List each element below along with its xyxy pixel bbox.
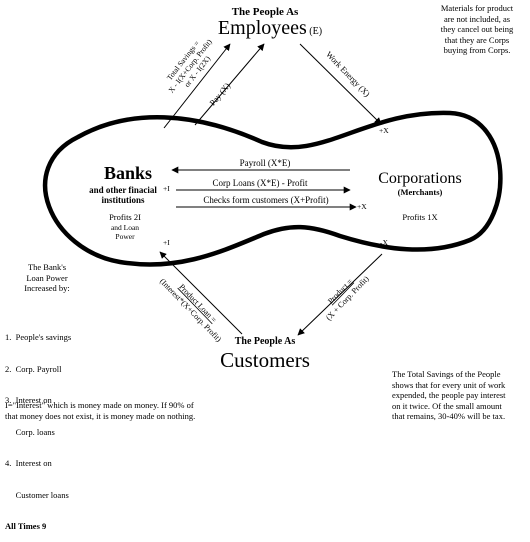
materials-note-line: they cancel out being bbox=[440, 24, 514, 34]
employees-title-text: Employees bbox=[217, 17, 307, 39]
materials-note: Materials for product are not included, … bbox=[425, 3, 529, 56]
interest-definition: I="Interest" which is money made on mone… bbox=[5, 400, 305, 421]
materials-note-line: are not included, as bbox=[443, 13, 511, 24]
materials-note-line: buying from Corps. bbox=[443, 45, 511, 55]
total-savings-note: The Total Savings of the People shows th… bbox=[392, 369, 530, 422]
minus-x-right: -X bbox=[380, 238, 388, 247]
corporations-title: Corporations bbox=[378, 170, 462, 187]
banks-power-line-1: and Loan bbox=[110, 223, 140, 232]
product-loan-arrow bbox=[159, 251, 243, 335]
banks-subtitle-line-2: institutions bbox=[101, 195, 145, 205]
bank-power-item: 1. People's savings bbox=[5, 332, 72, 342]
bank-power-heading-line: Loan Power bbox=[26, 272, 68, 283]
employees-suffix: (E) bbox=[309, 26, 323, 37]
bank-power-item: Customer loans bbox=[5, 489, 69, 500]
product-loan-label-2: (Interest*(X+Corp. Profit) bbox=[158, 277, 223, 344]
work-energy-arrow bbox=[299, 43, 382, 125]
bank-power-list: 1. People's savings 2. Corp. Payroll 3. … bbox=[5, 311, 115, 542]
diagram-canvas: Pay (X) Total Savings = X - I(X+Corp. Pr… bbox=[42, 37, 503, 344]
corporations-profits: Profits 1X bbox=[402, 212, 438, 222]
bank-power-item: Corp. loans bbox=[5, 426, 55, 437]
employees-heading: The People As bbox=[231, 6, 299, 18]
total-savings-note-line: on it twice. Of the small amount bbox=[392, 400, 502, 411]
employees-title: Employees (E) bbox=[200, 17, 340, 43]
total-savings-arrow bbox=[163, 43, 231, 129]
bank-power-heading-line: Increased by: bbox=[24, 283, 70, 293]
banks-power: and Loan Power bbox=[90, 223, 160, 241]
bank-power-heading-line: The Bank's bbox=[27, 262, 67, 272]
interest-definition-line: I="Interest" which is money made on mone… bbox=[5, 400, 194, 410]
money-loop-outline bbox=[42, 110, 503, 267]
plus-x-top: +X bbox=[379, 126, 389, 135]
corporations-subtitle: (Merchants) bbox=[397, 187, 443, 197]
banks-subtitle: and other finacial institutions bbox=[62, 185, 184, 205]
plus-x-mid: +X bbox=[357, 202, 367, 211]
product-arrow bbox=[297, 253, 383, 336]
banks-title: Banks bbox=[103, 163, 153, 183]
bank-power-item: 2. Corp. Payroll bbox=[5, 363, 62, 374]
bank-power-heading: The Bank's Loan Power Increased by: bbox=[8, 262, 86, 294]
materials-note-line: Materials for product bbox=[440, 3, 514, 13]
total-savings-note-line: The Total Savings of the People bbox=[392, 369, 501, 379]
total-savings-note-line: expended, the people pay interest bbox=[392, 390, 506, 400]
plus-i-left: +I bbox=[163, 238, 170, 247]
bank-power-total: All Times 9 bbox=[5, 521, 47, 531]
pay-arrow bbox=[194, 43, 265, 126]
banks-profits: Profits 2I bbox=[109, 212, 141, 222]
corp-loans-label: Corp Loans (X*E) - Profit bbox=[212, 178, 308, 188]
checks-label: Checks form customers (X+Profit) bbox=[203, 195, 329, 205]
customers-title: Customers bbox=[220, 348, 310, 372]
plus-i-mid: +I bbox=[163, 184, 170, 193]
total-savings-note-line: shows that for every unit of work bbox=[392, 379, 506, 390]
bank-power-item: 3. Interest on bbox=[5, 395, 52, 405]
interest-definition-line: that money does not exist, it is money m… bbox=[5, 410, 196, 421]
materials-note-line: that they are Corps bbox=[444, 34, 510, 45]
payroll-label: Payroll (X*E) bbox=[239, 158, 291, 168]
customers-heading: The People As bbox=[234, 336, 296, 347]
bank-power-item: 4. Interest on bbox=[5, 458, 52, 468]
pay-label: Pay (X) bbox=[207, 81, 232, 108]
banks-subtitle-line-1: and other finacial bbox=[89, 185, 157, 195]
total-savings-note-line: that remains, 30-40% will be tax. bbox=[392, 411, 506, 421]
banks-power-line-2: Power bbox=[115, 232, 135, 241]
